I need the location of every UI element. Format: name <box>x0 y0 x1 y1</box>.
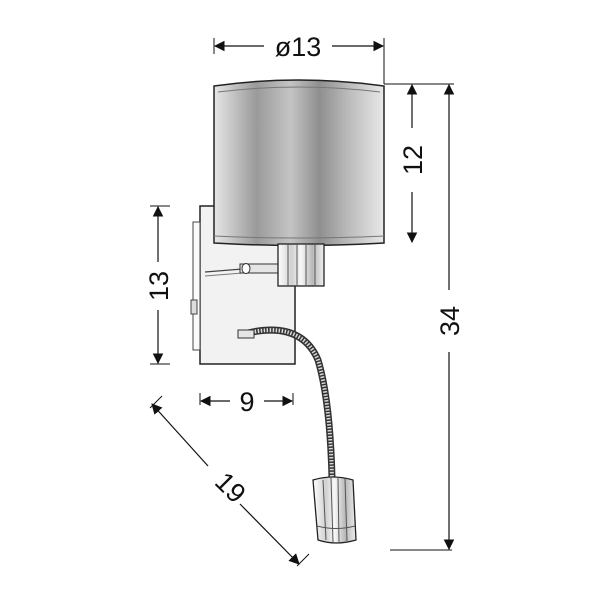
shade-arm <box>204 263 281 277</box>
drum-shade <box>213 79 385 247</box>
label-flex-arm: 19 <box>209 466 251 508</box>
dimension-plate-height: 13 <box>144 205 174 365</box>
label-plate-height: 13 <box>144 271 174 301</box>
label-shade-height: 12 <box>398 145 428 175</box>
label-plate-depth: 9 <box>239 387 254 417</box>
dimension-plate-depth: 9 <box>199 387 294 417</box>
flex-arm <box>237 326 336 479</box>
dimension-total-height: 34 <box>390 83 465 551</box>
reading-light-head <box>312 476 357 544</box>
dimension-flex-arm: 19 <box>149 395 310 567</box>
dimension-shade-diameter: ø13 <box>213 32 385 84</box>
dimension-shade-height: 12 <box>384 83 454 244</box>
label-shade-diameter: ø13 <box>275 32 322 62</box>
label-total-height: 34 <box>435 306 465 336</box>
socket-cup <box>277 243 325 287</box>
